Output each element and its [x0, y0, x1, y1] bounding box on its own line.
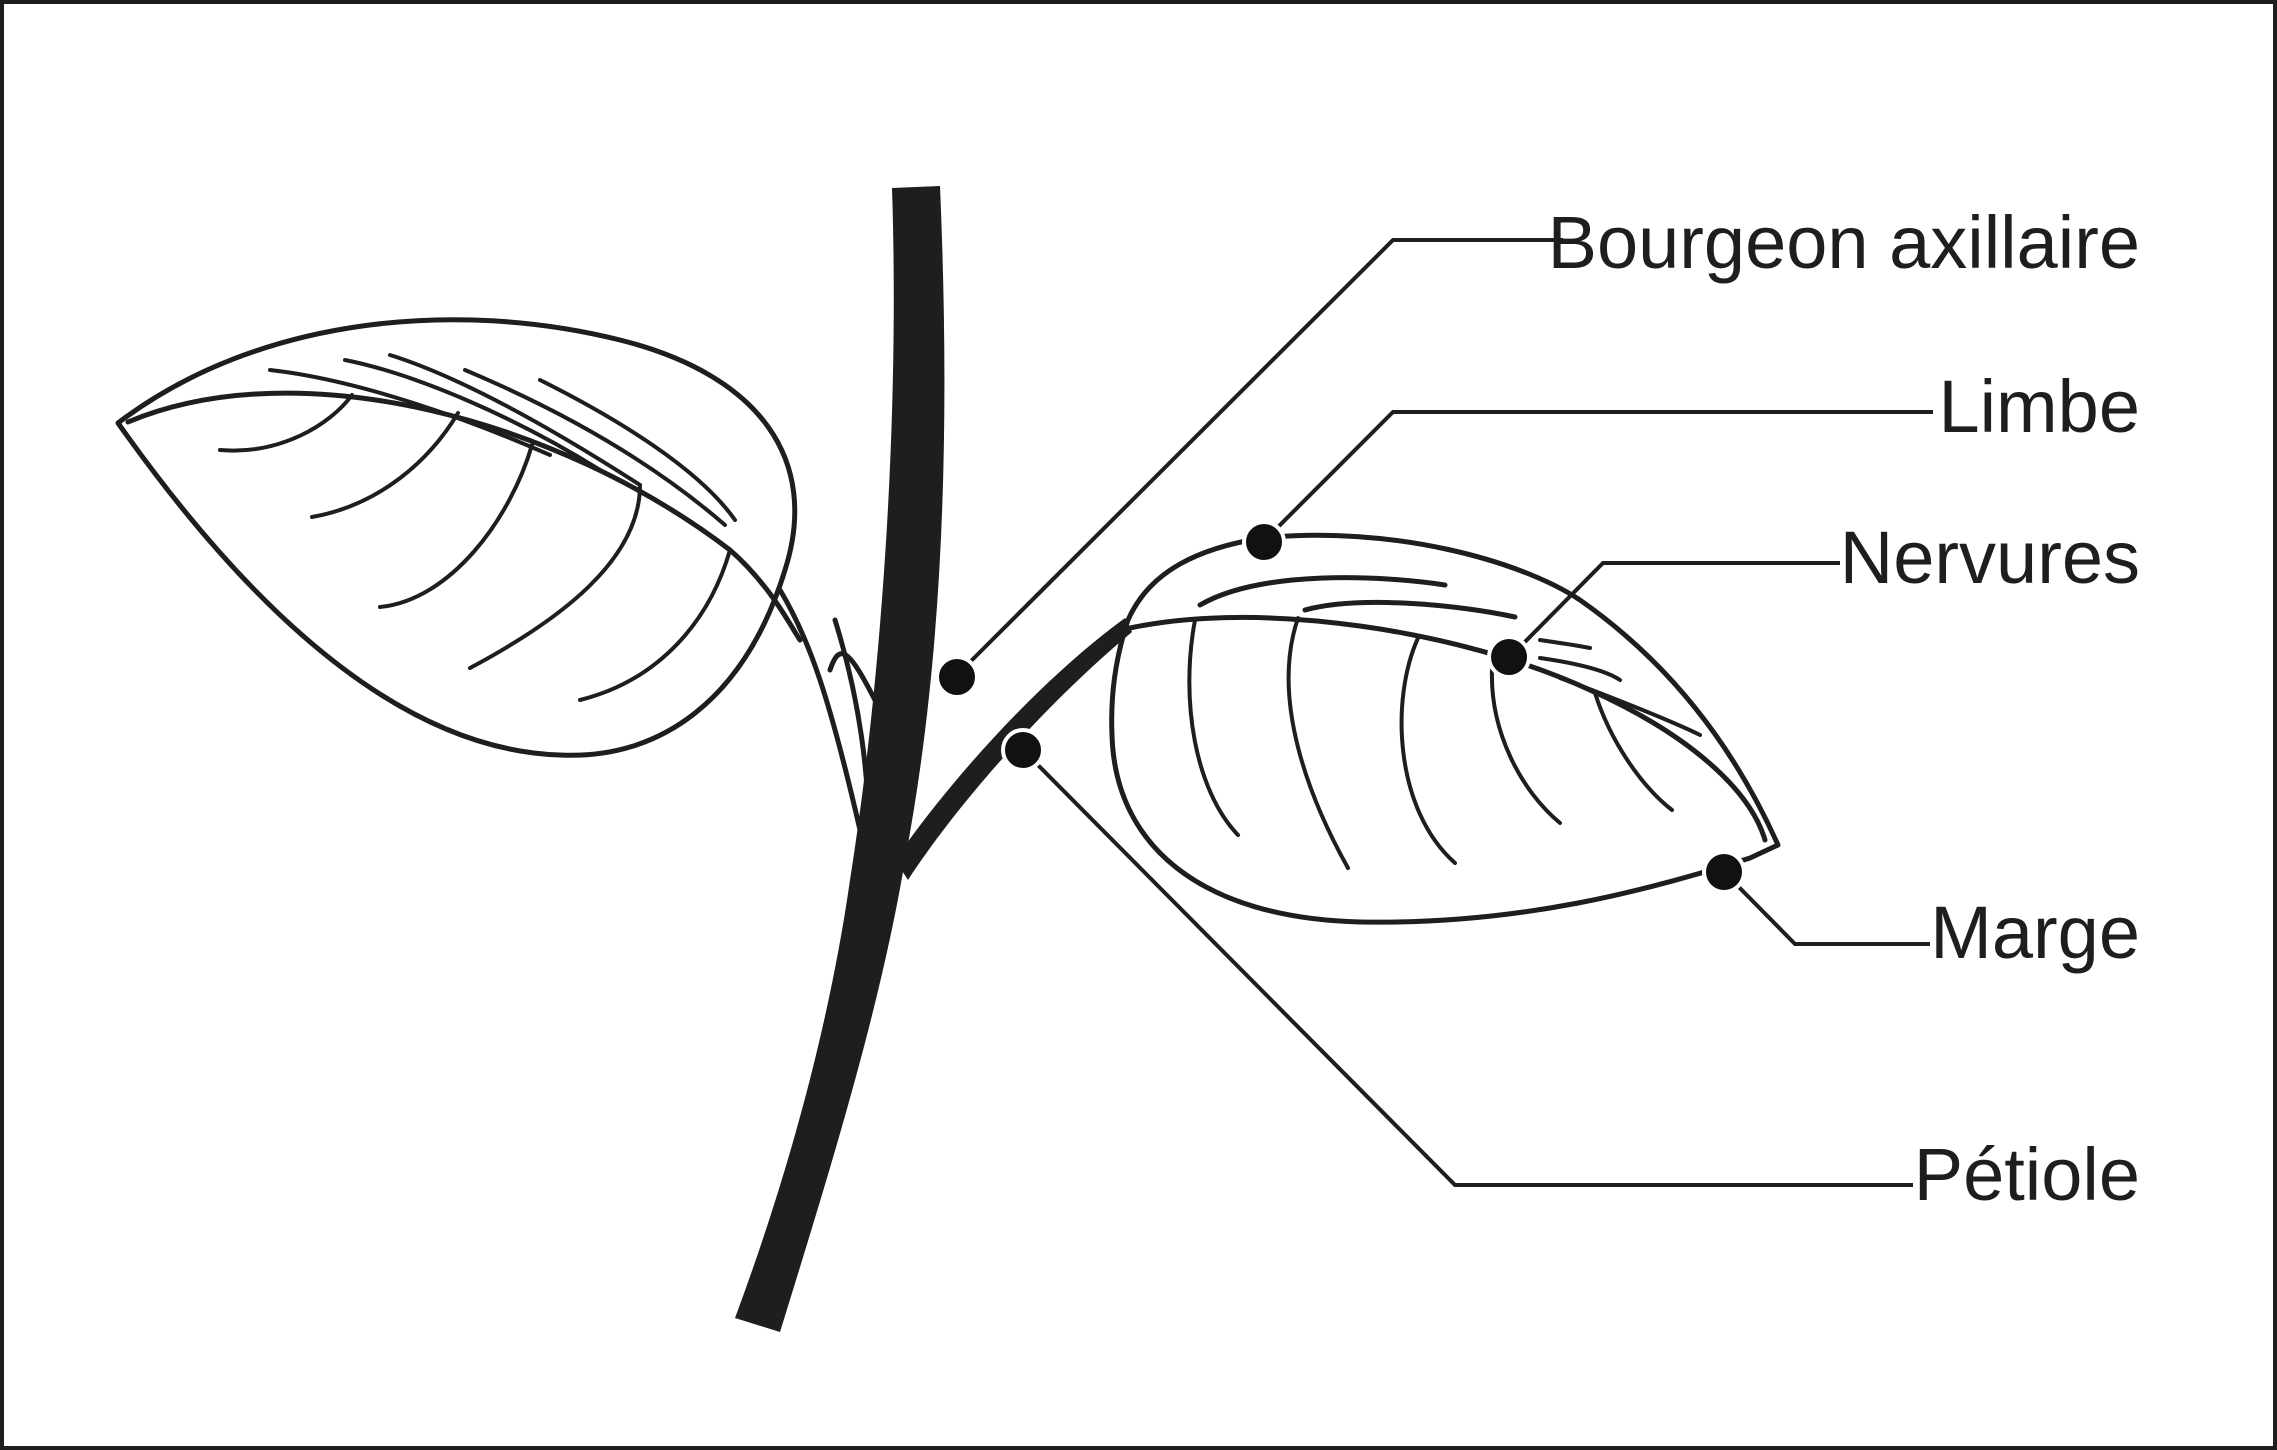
leader-axillary-bud [955, 238, 1563, 677]
right-leaf-vein [1286, 616, 1350, 870]
left-leaf [115, 317, 863, 833]
label-blade: Limbe [1938, 365, 2140, 448]
left-leaf-vein [468, 483, 642, 670]
main-stem [735, 186, 945, 1332]
pointer-dots [935, 520, 1746, 894]
right-leaf-vein [1399, 636, 1457, 865]
right-leaf-vein [1558, 676, 1702, 737]
leader-margin [1723, 871, 1930, 946]
right-leaf-petiole [895, 618, 1132, 880]
stem [735, 186, 945, 1332]
right-leaf-vein [1489, 668, 1562, 825]
left-leaf-vein [378, 443, 534, 609]
labels: Bourgeon axillaire Limbe Nervures Marge … [1548, 201, 2140, 1216]
right-leaf-upper-fold [1197, 575, 1448, 608]
right-leaf [895, 532, 1781, 925]
left-leaf-vein [310, 411, 460, 519]
left-leaf-blade-outline [115, 317, 798, 758]
left-leaf-vein [343, 358, 602, 472]
left-leaf-vein [388, 353, 642, 487]
dot-petiole [1001, 728, 1045, 772]
dot-veins [1487, 635, 1531, 679]
left-leaf-vein [538, 378, 737, 522]
label-petiole: Pétiole [1914, 1133, 2140, 1216]
right-leaf-midrib [1127, 614, 1768, 843]
leader-lines [955, 238, 1933, 1187]
axillary-bud-shape [827, 651, 883, 713]
dot-blade [1242, 520, 1286, 564]
left-leaf-vein [463, 368, 727, 527]
left-leaf-petiole [777, 587, 863, 833]
dot-margin [1702, 850, 1746, 894]
stem-branch [832, 617, 871, 843]
left-leaf-vein [268, 368, 552, 457]
right-leaf-blade-outline [1109, 532, 1781, 925]
label-veins: Nervures [1840, 516, 2140, 599]
left-leaf-vein [578, 548, 732, 702]
right-leaf-vein [1538, 656, 1622, 682]
leader-blade [1263, 410, 1933, 542]
right-leaf-vein [1538, 638, 1592, 650]
dot-axillary-bud [935, 655, 979, 699]
left-leaf-vein [218, 393, 354, 453]
leader-veins [1508, 561, 1840, 659]
label-axillary-bud: Bourgeon axillaire [1548, 201, 2140, 284]
right-leaf-vein [1187, 618, 1240, 837]
leader-petiole [1021, 748, 1913, 1187]
right-leaf-vein [1593, 691, 1674, 812]
label-margin: Marge [1930, 891, 2140, 974]
right-leaf-upper-fold [1302, 599, 1518, 620]
